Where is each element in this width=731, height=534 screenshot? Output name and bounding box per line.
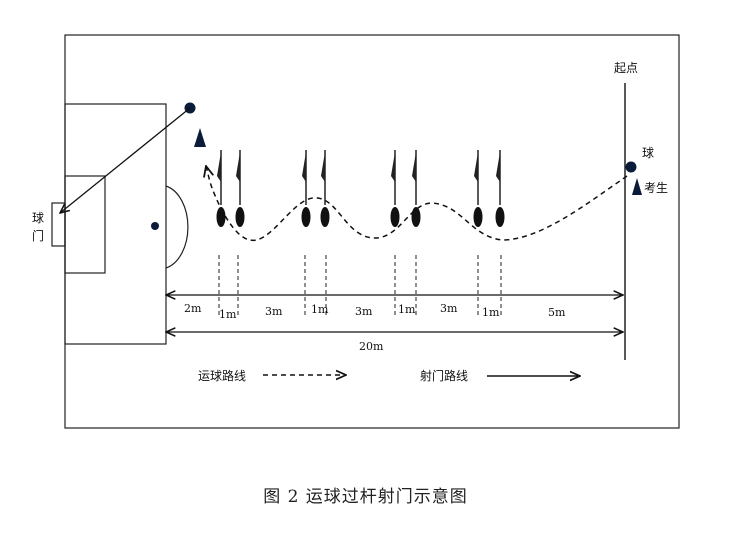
start-label: 起点 <box>614 61 638 75</box>
start-ball-label: 球 <box>642 146 654 160</box>
dist-3m-a: 3m <box>265 305 283 318</box>
dist-3m-c: 3m <box>440 302 458 315</box>
shot-path <box>60 107 191 213</box>
dist-1m-b: 1m <box>311 303 329 316</box>
start-ball <box>625 161 637 173</box>
pole-group-2 <box>301 150 330 227</box>
figure-caption: 图 2 运球过杆射门示意图 <box>263 487 468 507</box>
field-border <box>64 34 680 429</box>
legend-shoot-label: 射门路线 <box>420 368 468 383</box>
dist-1m-d: 1m <box>482 306 500 319</box>
goal <box>51 202 66 247</box>
dist-1m-a: 1m <box>219 308 237 321</box>
pole-group-4 <box>473 150 505 227</box>
pole-group-3 <box>390 150 421 227</box>
penalty-arc <box>165 185 189 269</box>
examinee-label: 考生 <box>644 181 668 195</box>
dist-1m-c: 1m <box>398 303 416 316</box>
dist-3m-b: 3m <box>355 305 373 318</box>
pole-group-1 <box>216 150 245 227</box>
goal-label-1: 球 <box>32 211 44 225</box>
dist-5m: 5m <box>548 306 566 319</box>
examinee-marker <box>632 178 642 195</box>
dist-20m: 20m <box>359 340 384 353</box>
legend-dribble-label: 运球路线 <box>198 368 246 383</box>
goal-label-2: 门 <box>32 228 44 243</box>
pole-guides <box>218 255 502 318</box>
dist-2m: 2m <box>184 302 202 315</box>
shooter-marker <box>194 128 206 147</box>
dribble-path <box>206 166 628 241</box>
goal-area <box>64 175 106 274</box>
penalty-spot <box>151 222 159 230</box>
